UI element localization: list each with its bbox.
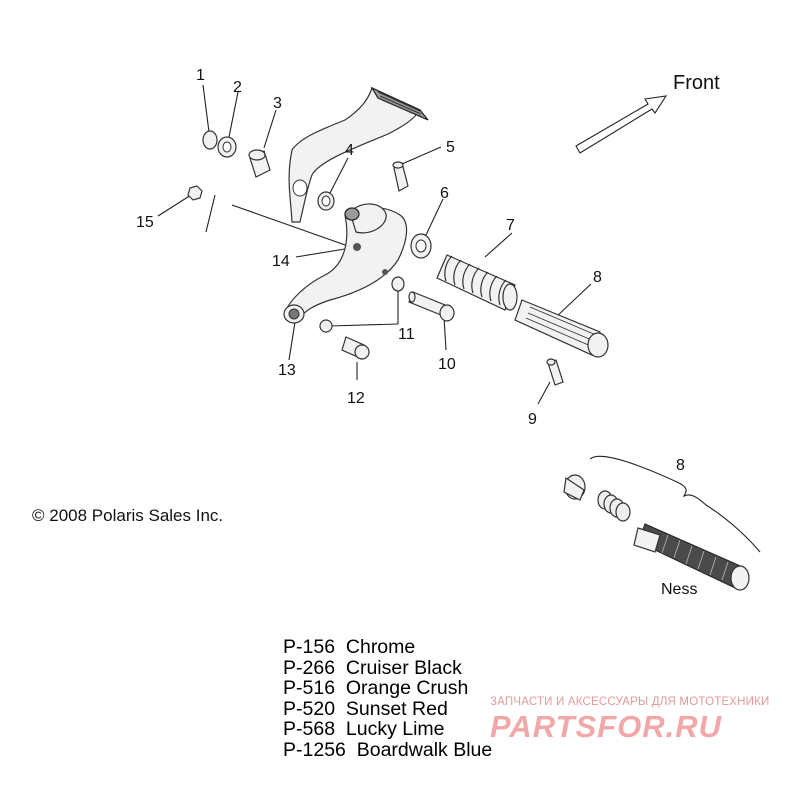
part-code: P-266 bbox=[283, 656, 336, 679]
ness-label: Ness bbox=[661, 581, 697, 598]
bushing-part bbox=[248, 149, 271, 178]
part-code: P-516 bbox=[283, 677, 336, 700]
callout-2: 2 bbox=[233, 79, 242, 96]
footpeg-bracket-part bbox=[283, 203, 408, 324]
part-color-name: Chrome bbox=[345, 636, 416, 658]
parts-list-row: P-520 Sunset Red bbox=[283, 697, 492, 720]
leader-lines bbox=[157, 84, 592, 405]
part-code: P-520 bbox=[283, 697, 336, 720]
part-color-name: Lucky Lime bbox=[345, 718, 445, 741]
callout-6: 6 bbox=[440, 185, 449, 202]
callout-7: 7 bbox=[506, 217, 515, 234]
part-code: P-1256 bbox=[283, 738, 346, 761]
watermark-logo: PARTSFOR.RU bbox=[490, 709, 723, 744]
callout-4: 4 bbox=[345, 142, 354, 159]
front-arrow-icon bbox=[575, 95, 668, 154]
parts-list-row: P-266 Cruiser Black bbox=[283, 656, 492, 679]
parts-list-row: P-516 Orange Crush bbox=[283, 678, 492, 699]
spring-part bbox=[436, 254, 518, 311]
callout-9: 9 bbox=[528, 411, 537, 428]
parts-list-row: P-156 Chrome bbox=[283, 637, 492, 658]
callout-15: 15 bbox=[136, 214, 154, 231]
short-bolt-part bbox=[341, 336, 370, 360]
callout-12: 12 bbox=[347, 390, 365, 407]
ness-kit-brace bbox=[589, 455, 761, 553]
part-color-name: Orange Crush bbox=[345, 677, 469, 700]
shift-lever-part bbox=[288, 86, 429, 223]
ness-footpeg-kit bbox=[563, 474, 750, 591]
bolt-part bbox=[408, 291, 455, 322]
watermark-tagline: ЗАПЧАСТИ И АКСЕССУАРЫ ДЛЯ МОТОТЕХНИКИ bbox=[490, 696, 770, 708]
callout-13: 13 bbox=[278, 362, 296, 379]
part-code: P-568 bbox=[283, 718, 336, 741]
pin-part bbox=[392, 161, 409, 192]
nut-part bbox=[187, 185, 203, 201]
circlip-part bbox=[202, 130, 218, 150]
copyright-text: © 2008 Polaris Sales Inc. bbox=[32, 506, 224, 525]
parts-list-row: P-568 Lucky Lime bbox=[283, 719, 492, 740]
callout-10: 10 bbox=[438, 356, 456, 373]
part-color-name: Boardwalk Blue bbox=[356, 738, 493, 761]
callout-14: 14 bbox=[272, 253, 290, 270]
cotter-pin-part bbox=[546, 358, 564, 386]
part-color-name: Sunset Red bbox=[345, 697, 448, 720]
footpeg-part bbox=[514, 299, 609, 358]
callout-8-ness: 8 bbox=[676, 457, 685, 474]
small-washer-part-2 bbox=[319, 319, 333, 333]
part-code: P-156 bbox=[283, 636, 336, 658]
part-color-name: Cruiser Black bbox=[345, 656, 462, 679]
small-washer-part bbox=[391, 276, 405, 292]
parts-list-row: P-1256 Boardwalk Blue bbox=[283, 740, 492, 761]
front-label: Front bbox=[673, 72, 720, 94]
callout-8: 8 bbox=[593, 269, 602, 286]
callout-11: 11 bbox=[398, 326, 415, 343]
callout-1: 1 bbox=[196, 67, 205, 84]
callout-3: 3 bbox=[273, 95, 282, 112]
callout-5: 5 bbox=[446, 139, 455, 156]
